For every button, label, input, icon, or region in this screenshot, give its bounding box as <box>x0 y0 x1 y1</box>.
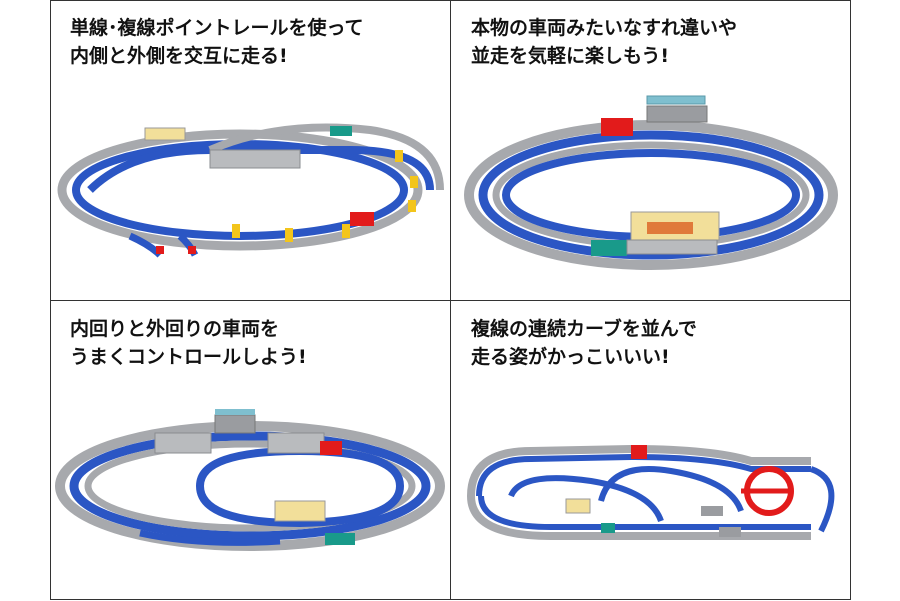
panel-caption: 単線･複線ポイントレールを使って 内側と外側を交互に走る! <box>70 17 364 67</box>
track-layout-illustration <box>467 444 835 540</box>
grid-divider-horizontal <box>50 300 851 301</box>
panel-caption: 内回りと外回りの車両を うまくコントロールしよう! <box>70 318 307 368</box>
track-layout-illustration <box>55 409 445 551</box>
panel-double-curve: 複線の連続カーブを並んで 走る姿がかっこいいい! <box>451 301 851 601</box>
panel-inner-outer-control: 内回りと外回りの車両を うまくコントロールしよう! <box>50 301 450 601</box>
track-layout-illustration <box>57 123 444 258</box>
panel-caption: 複線の連続カーブを並んで 走る姿がかっこいいい! <box>471 318 697 368</box>
track-layout-illustration <box>464 95 838 270</box>
panel-single-double-point: 単線･複線ポイントレールを使って 内側と外側を交互に走る! <box>50 0 450 300</box>
panel-passing-parallel: 本物の車両みたいなすれ違いや 並走を気軽に楽しもう! <box>451 0 851 300</box>
panel-caption: 本物の車両みたいなすれ違いや 並走を気軽に楽しもう! <box>471 17 738 67</box>
